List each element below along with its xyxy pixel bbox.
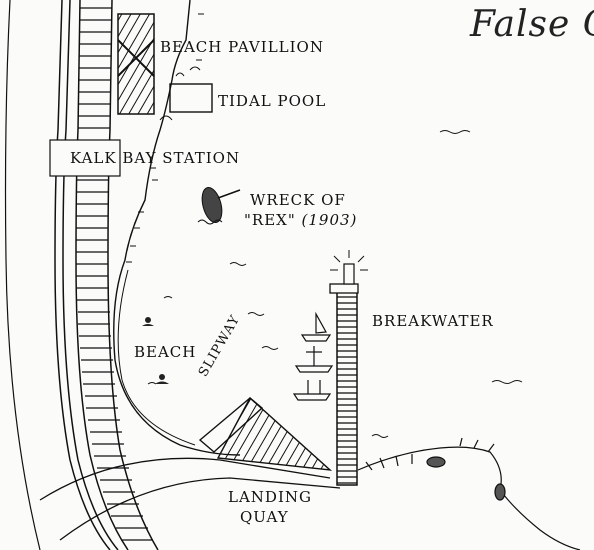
quay-road [39, 457, 341, 541]
wreck-icon [197, 186, 241, 225]
label-wreck-line1: WRECK OF [250, 191, 346, 209]
tidal-pool-rocks [159, 66, 201, 121]
label-landing-line2: QUAY [240, 508, 289, 526]
label-beach-pavilion: BEACH PAVILLION [160, 38, 324, 56]
sea-waves [147, 130, 523, 438]
moored-boat-icon [292, 346, 334, 401]
coast-texture [126, 13, 204, 263]
road-edge [4, 0, 41, 550]
label-wreck-line2: "REX" (1903) [244, 212, 357, 229]
label-beach: BEACH [134, 343, 197, 361]
label-kalk-bay-station: KALK BAY STATION [70, 149, 241, 167]
bather-icon [142, 317, 169, 384]
lighthouse-rays [330, 250, 368, 271]
south-coast-rocks [365, 437, 506, 501]
label-tidal-pool: TIDAL POOL [218, 92, 327, 110]
label-wreck-name: "REX" [244, 211, 296, 229]
south-coastline [357, 446, 581, 550]
beach-pavilion-building [117, 13, 155, 115]
label-landing-line1: LANDING [228, 488, 312, 506]
railway-sleepers [76, 7, 153, 541]
map-title: False C [470, 4, 594, 45]
landing-quay-shape [216, 396, 333, 471]
beach-edge [117, 269, 196, 446]
station-platform [49, 139, 121, 177]
label-breakwater: BREAKWATER [372, 312, 494, 330]
sailboat-icon [300, 311, 332, 342]
breakwater-structure [329, 263, 359, 486]
tidal-pool-shape [169, 83, 213, 113]
coastline [113, 0, 241, 456]
label-wreck-year: (1903) [301, 211, 358, 229]
